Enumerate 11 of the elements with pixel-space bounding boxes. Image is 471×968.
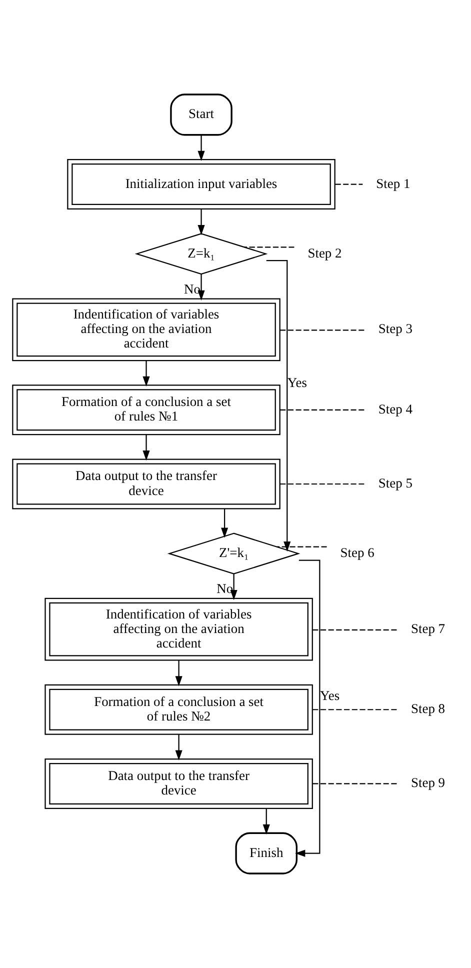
node-text: Step 5 (378, 475, 412, 490)
node-text: Step 7 (410, 620, 446, 636)
node-text: Step 3 (378, 321, 412, 336)
node-text: Step 4 (378, 401, 412, 416)
edge-label: Yes (320, 688, 340, 704)
node-text: Step 6 (340, 545, 374, 560)
node-text: Step 2 (308, 245, 342, 260)
node-text: Step 1 (376, 176, 410, 191)
node-text: Step 8 (410, 701, 446, 716)
edge-label: Yes (287, 375, 308, 390)
node-text: Step 9 (410, 775, 446, 790)
